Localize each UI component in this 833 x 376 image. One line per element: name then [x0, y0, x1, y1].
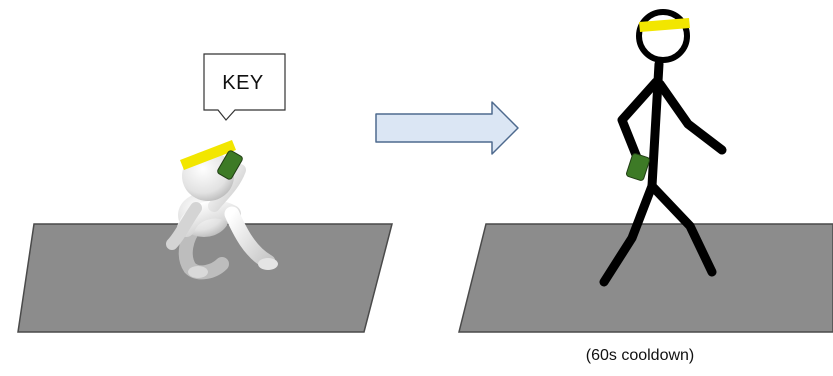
headband: [180, 140, 236, 170]
cooldown-caption: (60s cooldown): [585, 347, 695, 364]
sitting-person-icon: [166, 140, 278, 280]
phone-icon: [217, 150, 243, 180]
headband: [639, 18, 690, 32]
stick-figure-walking-icon: [599, 9, 727, 287]
arrow-right-icon: [375, 101, 519, 155]
speech-bubble-text: KEY: [222, 71, 264, 94]
speech-bubble: [203, 53, 286, 121]
right-floor: [458, 223, 833, 333]
phone-icon: [626, 153, 650, 181]
